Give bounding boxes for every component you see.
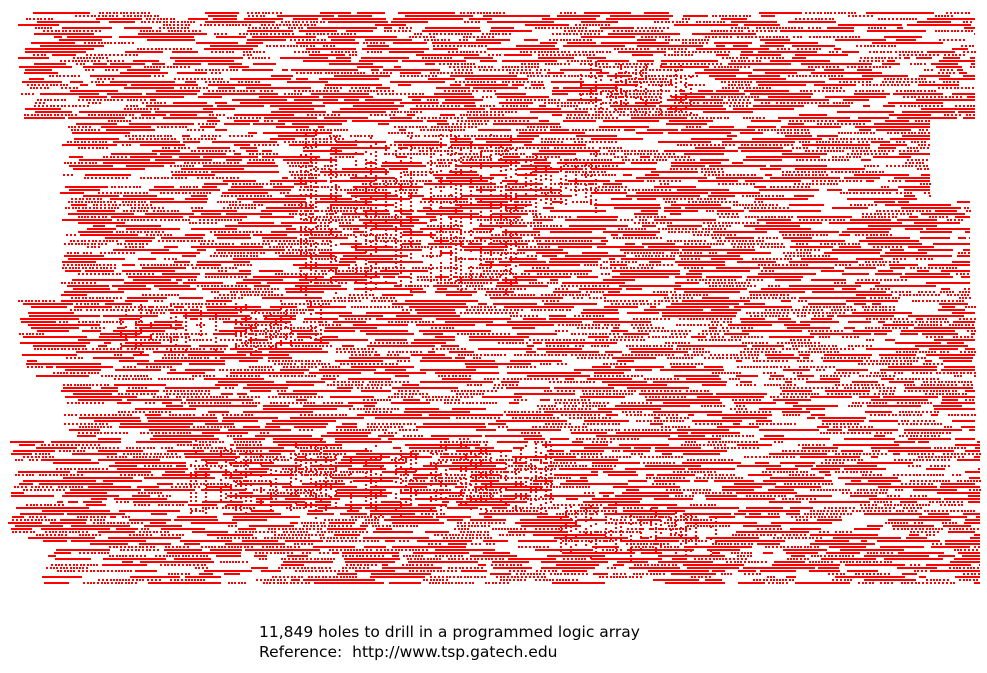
drill-hole-marks	[8, 12, 981, 584]
caption-line-1: 11,849 holes to drill in a programmed lo…	[259, 623, 640, 641]
caption: 11,849 holes to drill in a programmed lo…	[259, 622, 640, 662]
caption-line-2: Reference: http://www.tsp.gatech.edu	[259, 643, 558, 661]
drill-hole-plot	[8, 12, 981, 584]
drill-holes	[8, 12, 981, 584]
